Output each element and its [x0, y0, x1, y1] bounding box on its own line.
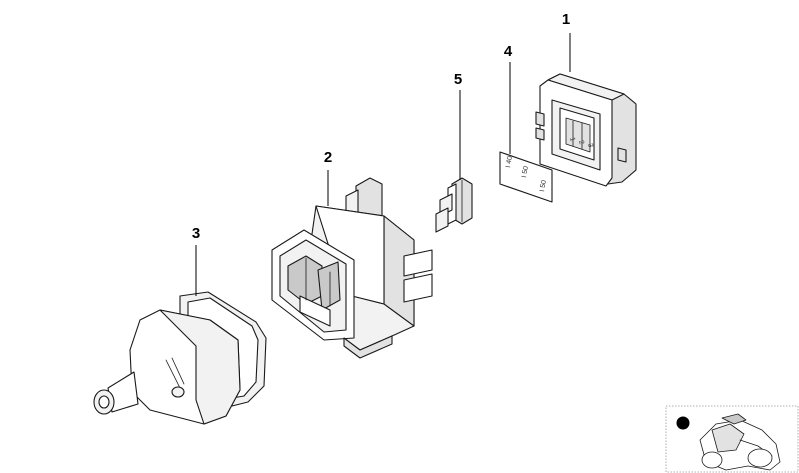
location-marker-icon: [676, 416, 690, 430]
part-2-relay-socket[interactable]: [271, 177, 433, 359]
label-plate-text: I 50: [539, 180, 548, 193]
relay-pin-label: 2: [577, 140, 585, 146]
leader-lines: [195, 33, 571, 296]
part-4-label-plate[interactable]: I 40 I 50 I 50: [499, 151, 553, 203]
part-1-relay[interactable]: 1 2 3: [535, 73, 637, 187]
part-5-fuse[interactable]: [435, 177, 473, 233]
callout-3: 3: [192, 225, 200, 242]
part-3-protective-boot[interactable]: [93, 291, 267, 425]
vehicle-locator-thumbnail: [665, 405, 799, 473]
callout-2: 2: [324, 149, 332, 166]
label-plate-text: I 50: [521, 166, 530, 179]
callout-5: 5: [454, 71, 462, 88]
label-plate-text: I 40: [505, 156, 514, 169]
callout-4: 4: [504, 43, 513, 60]
relay-pin-label: 3: [586, 143, 594, 149]
callout-1: 1: [562, 11, 570, 28]
relay-pin-label: 1: [568, 137, 576, 143]
